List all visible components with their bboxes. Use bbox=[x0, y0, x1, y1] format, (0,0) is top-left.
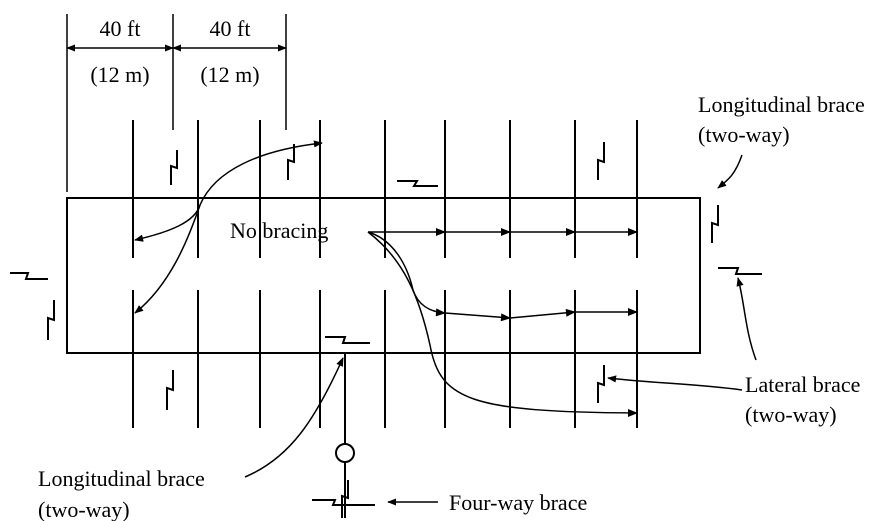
brace-symbol bbox=[597, 365, 605, 403]
vertical-brace-symbols bbox=[47, 142, 719, 518]
left-flow-arrows bbox=[134, 140, 323, 314]
brace-symbol bbox=[397, 180, 438, 187]
brace-symbol bbox=[597, 142, 605, 180]
brace-symbol bbox=[170, 150, 178, 185]
four-way-brace-label: Four-way brace bbox=[449, 490, 587, 515]
brace-symbol bbox=[312, 499, 375, 506]
dimension-lines bbox=[66, 14, 287, 192]
brace-symbol bbox=[166, 370, 174, 410]
dimension-1-metric: (12 m) bbox=[90, 62, 149, 87]
longitudinal-brace-right-label: Longitudinal brace bbox=[698, 92, 865, 117]
lateral-brace-sublabel: (two-way) bbox=[745, 402, 837, 427]
branch-lines bbox=[132, 120, 638, 428]
brace-symbol bbox=[10, 272, 48, 280]
brace-symbol bbox=[341, 480, 349, 518]
brace-symbol bbox=[325, 336, 370, 344]
riser-circle bbox=[335, 443, 355, 463]
brace-symbol bbox=[47, 300, 55, 340]
lateral-brace-label: Lateral brace bbox=[745, 372, 860, 397]
longitudinal-brace-right-sublabel: (two-way) bbox=[698, 122, 790, 147]
dimension-2-metric: (12 m) bbox=[200, 62, 259, 87]
horizontal-brace-symbols bbox=[10, 180, 762, 506]
right-flow-arrows bbox=[367, 228, 638, 417]
brace-symbol bbox=[287, 144, 295, 180]
longitudinal-brace-bottom-sublabel: (two-way) bbox=[38, 497, 130, 521]
main-pipe-loop bbox=[66, 197, 701, 354]
brace-symbol bbox=[711, 205, 719, 243]
no-bracing-label: No bracing bbox=[230, 218, 328, 243]
callout-leaders bbox=[244, 154, 757, 506]
dimension-labels: 40 ft (12 m) 40 ft (12 m) bbox=[90, 16, 259, 87]
feed-riser bbox=[335, 353, 355, 518]
longitudinal-brace-bottom-label: Longitudinal brace bbox=[38, 466, 205, 491]
dimension-1-imperial: 40 ft bbox=[100, 16, 141, 41]
brace-symbol bbox=[718, 267, 762, 275]
dimension-2-imperial: 40 ft bbox=[210, 16, 251, 41]
diagram-labels: No bracing Longitudinal brace (two-way) … bbox=[38, 92, 865, 521]
